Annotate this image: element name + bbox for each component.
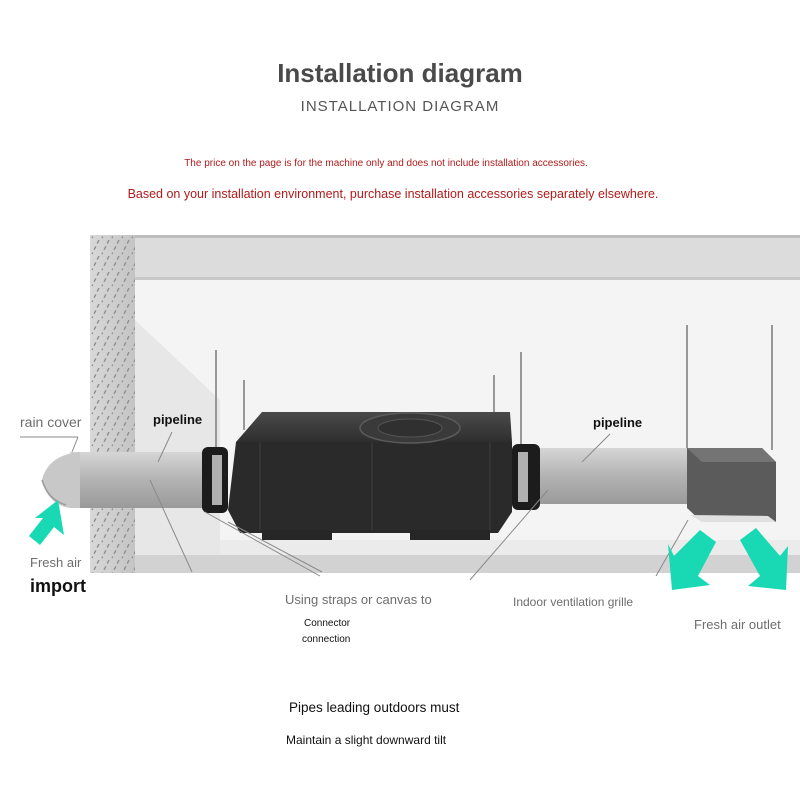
- outlet-arrow-left: [668, 530, 716, 590]
- fresh-air-machine: [228, 412, 512, 540]
- ceiling: [90, 235, 800, 280]
- ventilation-grille-box: [687, 448, 776, 522]
- connection-label: connection: [302, 634, 351, 645]
- ceiling-soffit-edge: [135, 277, 800, 280]
- leader-pipeline-left: [157, 431, 173, 463]
- right-connector-strap: [518, 452, 528, 502]
- machine-bracket-left: [262, 530, 332, 540]
- grille-label: Indoor ventilation grille: [513, 595, 634, 609]
- leader-outlet: [655, 519, 689, 577]
- diagram-subtitle: INSTALLATION DIAGRAM: [300, 98, 500, 115]
- left-pipe: [41, 447, 228, 513]
- outlet-arrow-right: [740, 528, 788, 590]
- straps-label: Using straps or canvas to: [285, 592, 432, 607]
- fresh-air-intake-arrow: [29, 500, 64, 545]
- diagram-title: Installation diagram: [277, 58, 523, 88]
- grille-box-front: [687, 448, 776, 522]
- left-connector-strap: [212, 455, 222, 505]
- right-pipe: [512, 444, 690, 510]
- pipeline-right-label: pipeline: [593, 415, 643, 430]
- tilt-line-2: Maintain a slight downward tilt: [286, 733, 447, 747]
- fresh-air-label: Fresh air: [30, 555, 82, 570]
- leader-pipeline-right: [581, 433, 611, 463]
- import-label: import: [30, 576, 86, 596]
- floor-strip: [220, 540, 800, 555]
- airflow-arrows: [29, 500, 788, 590]
- connector-label: Connector: [304, 618, 351, 629]
- purchase-note: Based on your installation environment, …: [127, 187, 659, 201]
- rain-cover-label: rain cover: [20, 414, 82, 430]
- rain-cover-hood: [42, 452, 80, 508]
- floor-edge: [135, 555, 800, 573]
- leader-connector: [204, 511, 321, 577]
- leader-strap: [227, 521, 323, 573]
- leader-grille: [469, 489, 549, 581]
- tilt-line-1: Pipes leading outdoors must: [289, 700, 460, 715]
- outlet-label: Fresh air outlet: [694, 617, 781, 632]
- leader-lines: [20, 431, 689, 581]
- grille-box-top: [687, 448, 776, 462]
- rain-cover-rim: [41, 479, 67, 506]
- machine-top-port-inner: [377, 418, 443, 438]
- outer-wall: [90, 235, 135, 573]
- outer-wall-hatch: [90, 235, 135, 573]
- ceiling-slab: [90, 235, 800, 277]
- leader-wall: [149, 479, 193, 573]
- price-note: The price on the page is for the machine…: [184, 158, 588, 169]
- machine-front: [228, 442, 512, 533]
- leader-rain-cover: [71, 436, 79, 453]
- pipeline-left-label: pipeline: [153, 412, 203, 427]
- left-pipe-body: [70, 452, 220, 508]
- grille-box-bottom-edge: [690, 515, 776, 522]
- ceiling-edge: [90, 235, 800, 238]
- right-pipe-body: [528, 448, 690, 504]
- machine-bracket-right: [410, 530, 490, 540]
